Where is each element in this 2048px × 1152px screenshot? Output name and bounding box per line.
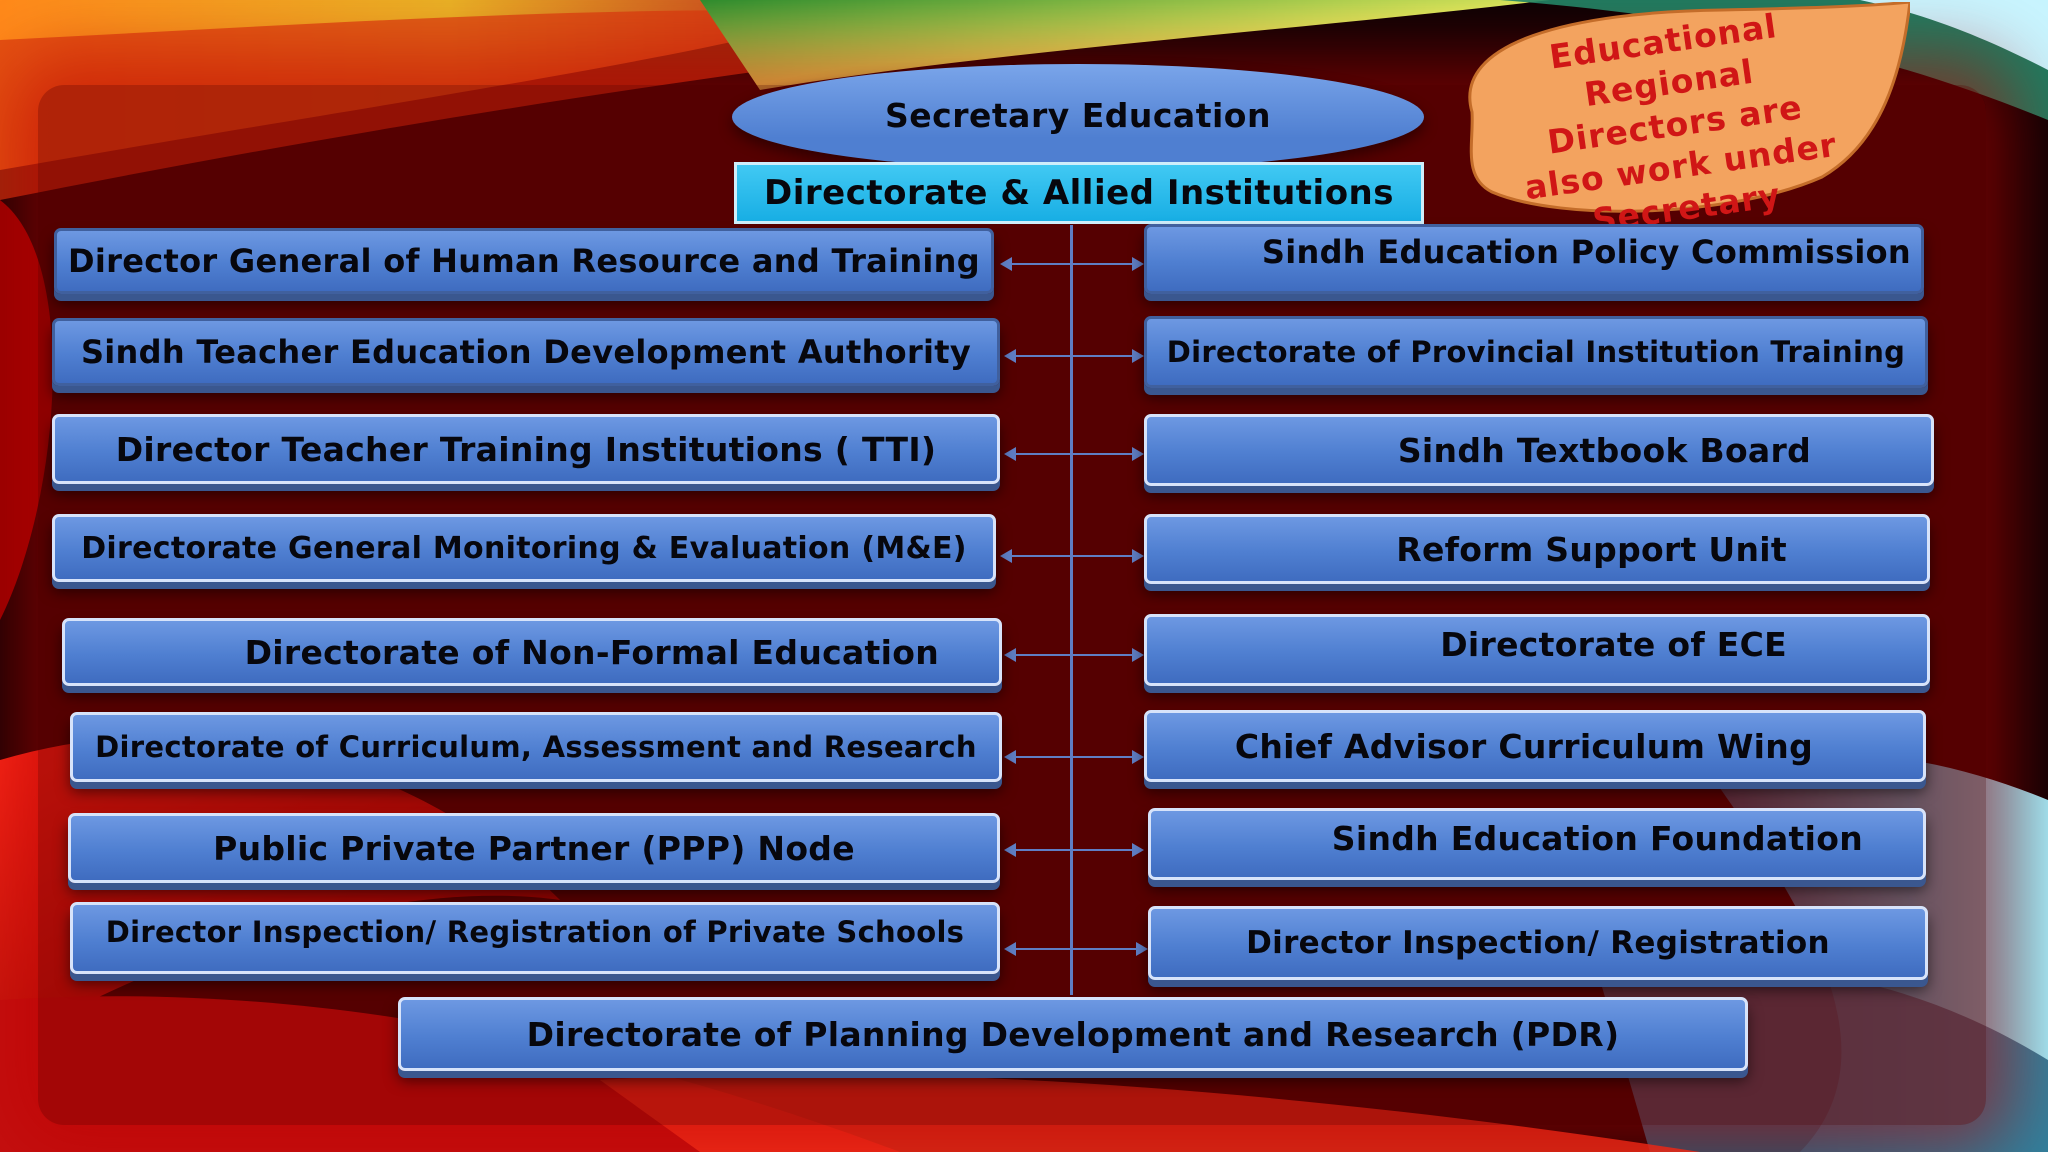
org-node-label: Sindh Teacher Education Development Auth… <box>80 333 972 371</box>
org-node-right: Sindh Education Foundation <box>1148 808 1926 880</box>
directorate-allied-label: Directorate & Allied Institutions <box>764 173 1394 213</box>
org-node-right: Directorate of ECE <box>1144 614 1930 686</box>
org-node-left: Directorate of Curriculum, Assessment an… <box>70 712 1002 782</box>
org-node-label: Directorate of Planning Development and … <box>526 1014 1620 1054</box>
org-node-label: Chief Advisor Curriculum Wing <box>1234 726 1813 766</box>
org-node-left: Directorate of Non-Formal Education <box>62 618 1002 686</box>
org-node-label: Directorate of Non-Formal Education <box>244 632 939 672</box>
callout-bubble <box>1468 2 1910 213</box>
org-node-label: Director Inspection/ Registration <box>1246 925 1830 961</box>
org-node-right: Chief Advisor Curriculum Wing <box>1144 710 1926 782</box>
org-node-label: Director General of Human Resource and T… <box>68 242 980 280</box>
secretary-education-node: Secretary Education <box>732 64 1424 170</box>
org-node-label: Directorate of ECE <box>1440 625 1787 664</box>
org-node-label: Public Private Partner (PPP) Node <box>213 828 855 868</box>
org-node-label: Reform Support Unit <box>1396 529 1787 569</box>
org-node-right: Directorate of Provincial Institution Tr… <box>1144 316 1928 388</box>
org-node-left: Public Private Partner (PPP) Node <box>68 813 1000 883</box>
org-node-right: Director Inspection/ Registration <box>1148 906 1928 980</box>
secretary-education-label: Secretary Education <box>885 96 1271 135</box>
vertical-connector <box>1070 225 1073 995</box>
org-node-label: Director Teacher Training Institutions (… <box>115 429 937 469</box>
connector-arrow <box>1000 257 1144 271</box>
connector-arrow <box>1004 843 1144 857</box>
org-node-label: Sindh Education Foundation <box>1331 819 1863 858</box>
connector-arrow <box>1004 648 1144 662</box>
org-node-left: Director Inspection/ Registration of Pri… <box>70 902 1000 974</box>
org-node-left: Director General of Human Resource and T… <box>54 228 994 294</box>
connector-arrow <box>1000 549 1144 563</box>
connector-arrow <box>1004 447 1144 461</box>
org-node-right: Sindh Textbook Board <box>1144 414 1934 486</box>
directorate-allied-header: Directorate & Allied Institutions <box>734 162 1424 224</box>
org-node-label: Directorate of Curriculum, Assessment an… <box>95 730 977 764</box>
org-node-label: Directorate of Provincial Institution Tr… <box>1166 335 1906 369</box>
connector-arrow <box>1004 942 1148 956</box>
org-node-left: Director Teacher Training Institutions (… <box>52 414 1000 484</box>
org-node-left: Directorate General Monitoring & Evaluat… <box>52 514 996 582</box>
connector-arrow <box>1004 750 1144 764</box>
org-node-right: Sindh Education Policy Commission <box>1144 224 1924 294</box>
org-node-left: Sindh Teacher Education Development Auth… <box>52 318 1000 386</box>
org-node-right: Reform Support Unit <box>1144 514 1930 584</box>
org-node-bottom: Directorate of Planning Development and … <box>398 997 1748 1071</box>
org-node-label: Sindh Textbook Board <box>1397 430 1811 470</box>
connector-arrow <box>1004 349 1144 363</box>
org-node-label: Director Inspection/ Registration of Pri… <box>105 915 965 949</box>
org-node-label: Sindh Education Policy Commission <box>1261 233 1911 271</box>
org-node-label: Directorate General Monitoring & Evaluat… <box>81 530 967 566</box>
